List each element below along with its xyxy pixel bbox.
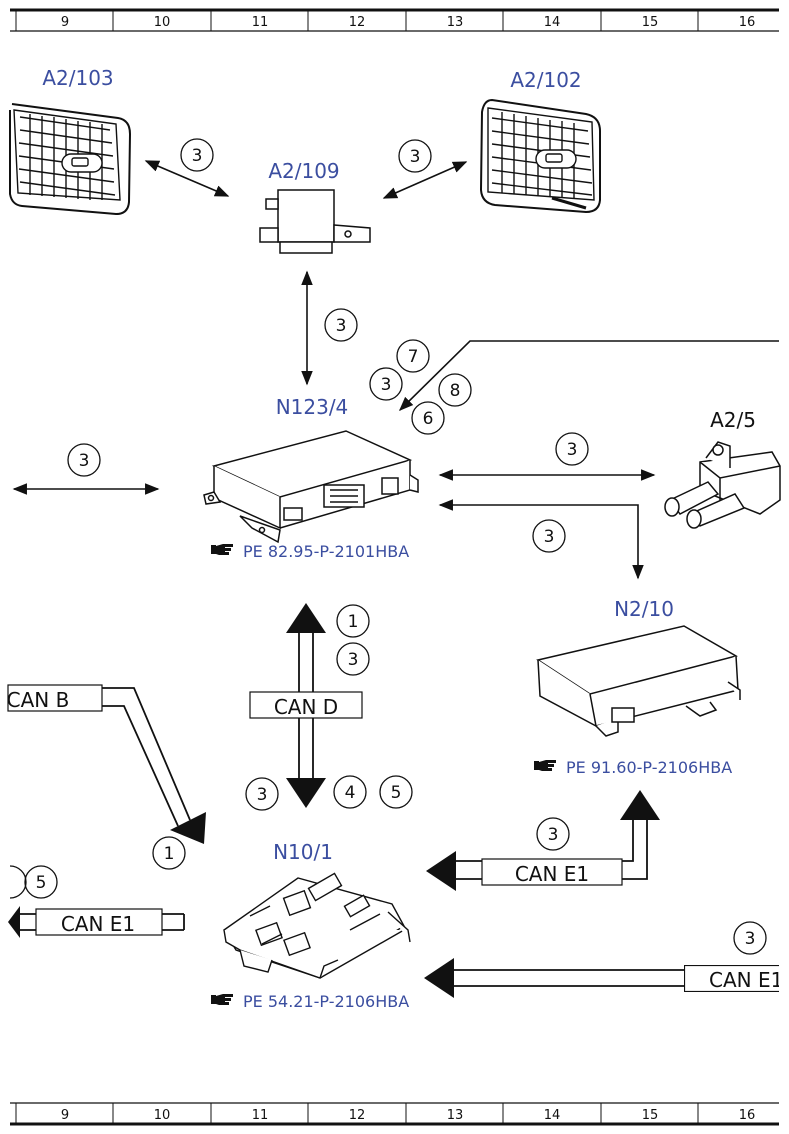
marker-circle (245, 777, 279, 811)
marker-circle (369, 367, 403, 401)
marker-numbers: 3 3 3 7 3 8 6 3 3 3 1 3 3 4 5 1 5 3 3 (36, 146, 756, 949)
column-label: 15 (642, 15, 659, 30)
marker-circle (396, 339, 430, 373)
bus-label-can-e1-right: CAN E1 (515, 862, 589, 886)
marker-number: 3 (336, 316, 347, 336)
reference-text[interactable]: PE 82.95-P-2101HBA (243, 542, 409, 561)
column-label: 12 (349, 15, 366, 30)
column-label: 13 (447, 1108, 464, 1123)
marker-circle (398, 139, 432, 173)
reference-text[interactable]: PE 91.60-P-2106HBA (566, 758, 732, 777)
can-b-bus: CAN B (7, 684, 206, 844)
pointing-hand-icon (211, 994, 233, 1005)
component-label-n2-10: N2/10 (614, 597, 674, 621)
connector-a2-103-drawing (9, 103, 132, 216)
marker-number: 1 (164, 844, 175, 864)
marker-number: 3 (348, 650, 359, 670)
column-label: 12 (349, 1108, 366, 1123)
marker-circle (67, 443, 101, 477)
marker-circle (24, 865, 58, 899)
component-label-n123-4: N123/4 (276, 395, 349, 419)
reference-n2-10[interactable]: PE 91.60-P-2106HBA (534, 758, 732, 777)
can-e1-right-bus: CAN E1 (426, 790, 660, 891)
column-label: 14 (544, 15, 561, 30)
can-e1-bottom-bus: CAN E1 (424, 958, 783, 998)
marker-circle (411, 401, 445, 435)
marker-number: 5 (391, 783, 402, 803)
marker-circle (180, 138, 214, 172)
module-a2-5-drawing (664, 441, 781, 529)
marker-circle (536, 817, 570, 851)
cropped-marker-circle (9, 865, 27, 899)
bus-label-can-e1-bottom: CAN E1 (709, 968, 783, 992)
component-label-a2-103: A2/103 (42, 66, 113, 90)
bus-label-can-d: CAN D (274, 695, 338, 719)
column-label: 9 (61, 15, 69, 30)
component-label-a2-109: A2/109 (268, 159, 339, 183)
column-label: 15 (642, 1108, 659, 1123)
module-n123-4-drawing (203, 430, 419, 544)
component-label-a2-102: A2/102 (510, 68, 581, 92)
connection-arrows (12, 160, 779, 580)
top-column-ruler: 9 10 11 12 13 14 15 16 (10, 8, 779, 32)
circle-markers (24, 138, 767, 955)
reference-n123-4[interactable]: PE 82.95-P-2101HBA (211, 542, 409, 561)
marker-number: 3 (381, 375, 392, 395)
column-label: 11 (252, 1108, 269, 1123)
reference-n10-1[interactable]: PE 54.21-P-2106HBA (211, 992, 409, 1011)
column-label: 10 (154, 1108, 171, 1123)
column-label: 16 (739, 15, 756, 30)
pointing-hand-icon (211, 544, 233, 555)
marker-circle (555, 432, 589, 466)
marker-number: 6 (423, 409, 434, 429)
marker-number: 3 (745, 929, 756, 949)
marker-number: 5 (36, 873, 47, 893)
column-label: 9 (61, 1108, 69, 1123)
marker-number: 3 (192, 146, 203, 166)
can-e1-left-bus: CAN E1 (8, 906, 185, 938)
bus-label-can-e1-left: CAN E1 (61, 912, 135, 936)
marker-circle (152, 836, 186, 870)
marker-circle (733, 921, 767, 955)
marker-number: 1 (348, 612, 359, 632)
arrow-a2-103-a2-109 (144, 160, 230, 197)
marker-circle (336, 642, 370, 676)
column-label: 14 (544, 1108, 561, 1123)
marker-circle (336, 604, 370, 638)
bottom-column-ruler: 9 10 11 12 13 14 15 16 (10, 1102, 779, 1126)
column-label: 16 (739, 1108, 756, 1123)
pointing-hand-icon (534, 760, 556, 771)
marker-number: 7 (408, 347, 419, 367)
marker-number: 3 (544, 527, 555, 547)
column-label: 13 (447, 15, 464, 30)
module-n2-10-drawing (536, 625, 741, 737)
arrow-right-to-n123-4 (398, 340, 779, 412)
marker-circle (333, 775, 367, 809)
marker-number: 3 (257, 785, 268, 805)
arrow-n123-4-n2-10 (438, 499, 644, 580)
marker-circle (532, 519, 566, 553)
module-n10-1-drawing (223, 872, 411, 979)
reference-text[interactable]: PE 54.21-P-2106HBA (243, 992, 409, 1011)
marker-number: 3 (79, 451, 90, 471)
component-label-n10-1: N10/1 (273, 840, 333, 864)
module-a2-109-drawing (259, 189, 371, 254)
column-label: 11 (252, 15, 269, 30)
connector-a2-102-drawing (479, 98, 601, 214)
component-label-a2-5: A2/5 (710, 408, 756, 432)
marker-circle (379, 775, 413, 809)
marker-number: 3 (567, 440, 578, 460)
marker-number: 8 (450, 381, 461, 401)
can-d-bus: CAN D (249, 603, 363, 808)
marker-circle (324, 308, 358, 342)
marker-circle (438, 373, 472, 407)
marker-number: 3 (410, 147, 421, 167)
bus-label-can-b: CAN B (7, 688, 70, 712)
arrow-a2-109-a2-102 (382, 161, 468, 199)
marker-number: 4 (345, 783, 356, 803)
marker-number: 3 (548, 825, 559, 845)
column-label: 10 (154, 15, 171, 30)
